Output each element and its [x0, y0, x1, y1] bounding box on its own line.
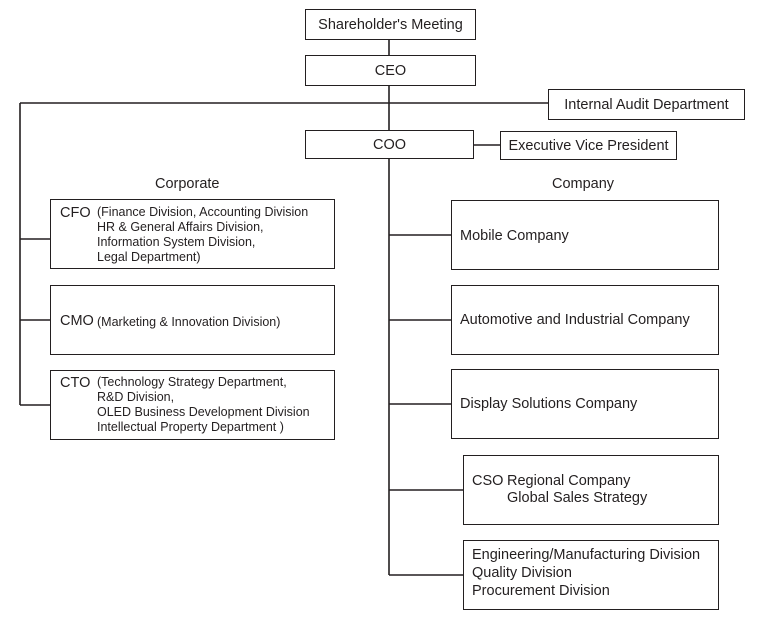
shareholders-meeting-box: Shareholder's Meeting [305, 9, 476, 40]
cmo-label: CMO [60, 313, 94, 329]
cfo-division-line: (Finance Division, Accounting Division [97, 205, 309, 219]
cfo-division-line: HR & General Affairs Division, [97, 220, 264, 234]
mobile-company-box: Mobile Company [451, 200, 719, 270]
mobile-company-label: Mobile Company [460, 228, 569, 244]
ceo-box: CEO [305, 55, 476, 86]
engineering-line: Quality Division [472, 565, 572, 581]
cmo-box: CMO (Marketing & Innovation Division) [50, 285, 335, 355]
cfo-division-line: Information System Division, [97, 235, 256, 249]
cto-division-line: OLED Business Development Division [97, 405, 310, 419]
cto-label: CTO [60, 375, 91, 391]
cso-line: Regional Company [507, 473, 631, 489]
cfo-divisions: (Finance Division, Accounting Division H… [97, 205, 308, 265]
engineering-line: Procurement Division [472, 583, 610, 599]
ceo-label: CEO [374, 62, 407, 79]
internal-audit-box: Internal Audit Department [548, 89, 745, 120]
cfo-label: CFO [60, 205, 91, 221]
cso-label: CSO [472, 473, 504, 489]
executive-vp-box: Executive Vice President [500, 131, 677, 160]
cto-division-line: Intellectual Property Department ) [97, 420, 284, 434]
executive-vp-label: Executive Vice President [508, 137, 669, 154]
cmo-division-line: (Marketing & Innovation Division) [97, 315, 281, 329]
cto-division-line: R&D Division, [97, 390, 175, 404]
internal-audit-label: Internal Audit Department [564, 96, 729, 113]
cso-box: CSO Regional Company Global Sales Strate… [463, 455, 719, 525]
cto-box: CTO (Technology Strategy Department, R&D… [50, 370, 335, 440]
cto-divisions: (Technology Strategy Department, R&D Div… [97, 375, 310, 435]
shareholders-meeting-label: Shareholder's Meeting [318, 16, 463, 33]
automotive-company-box: Automotive and Industrial Company [451, 285, 719, 355]
engineering-box: Engineering/Manufacturing Division Quali… [463, 540, 719, 610]
coo-box: COO [305, 130, 474, 159]
cfo-division-line: Legal Department) [97, 250, 201, 264]
company-heading: Company [552, 176, 615, 192]
display-solutions-label: Display Solutions Company [460, 396, 638, 412]
corporate-heading: Corporate [155, 176, 220, 192]
automotive-company-label: Automotive and Industrial Company [460, 312, 690, 328]
display-solutions-box: Display Solutions Company [451, 369, 719, 439]
cto-division-line: (Technology Strategy Department, [97, 375, 287, 389]
cso-line: Global Sales Strategy [507, 490, 648, 506]
engineering-line: Engineering/Manufacturing Division [472, 547, 701, 563]
cfo-box: CFO (Finance Division, Accounting Divisi… [50, 199, 335, 269]
coo-label: COO [372, 136, 407, 153]
